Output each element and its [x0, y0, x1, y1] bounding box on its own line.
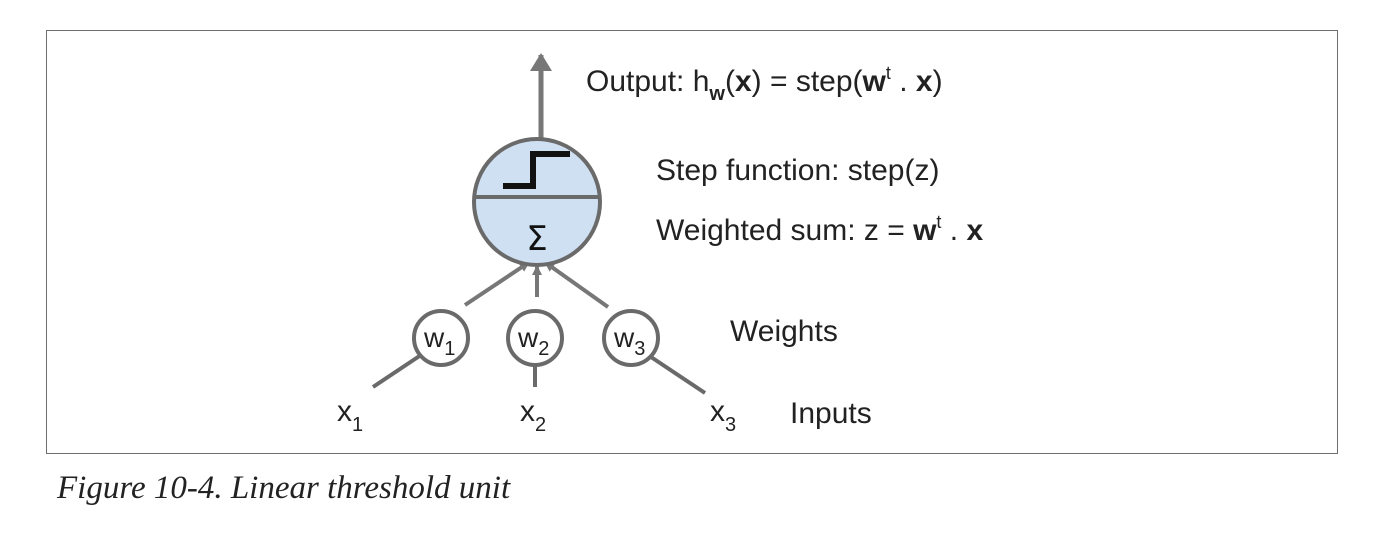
weight-node-1: w1 [412, 309, 470, 367]
input-x1: x1 [337, 395, 363, 436]
weight-node-3: w3 [602, 309, 660, 367]
weight-arrow-1 [463, 261, 530, 307]
step-function-label: Step function: step(z) [656, 154, 939, 187]
sigma-icon: Σ [526, 219, 547, 259]
figure-caption: Figure 10-4. Linear threshold unit [57, 470, 511, 506]
input-line-1 [371, 353, 423, 389]
step-function-icon [503, 151, 570, 189]
svg-text:w3: w3 [613, 322, 645, 360]
inputs-label: Inputs [790, 397, 872, 430]
input-x2: x2 [520, 395, 546, 436]
neuron-circle [472, 137, 602, 267]
weighted-sum-label: Weighted sum: z = wt . x [656, 212, 983, 247]
input-x3: x3 [710, 395, 736, 436]
svg-text:w1: w1 [423, 322, 455, 360]
weight-arrow-3 [544, 261, 610, 309]
linear-threshold-unit-diagram: Σ w1 w2 w3 x1 x2 x3 Output: hw(x) = step… [337, 53, 983, 436]
output-label: Output: hw(x) = step(wt . x) [586, 63, 943, 105]
weights-label: Weights [730, 315, 838, 348]
input-line-3 [649, 355, 707, 395]
svg-text:w2: w2 [517, 322, 549, 360]
weight-node-2: w2 [506, 309, 564, 367]
figure-frame: Σ w1 w2 w3 x1 x2 x3 Output: hw(x) = step… [46, 30, 1338, 454]
